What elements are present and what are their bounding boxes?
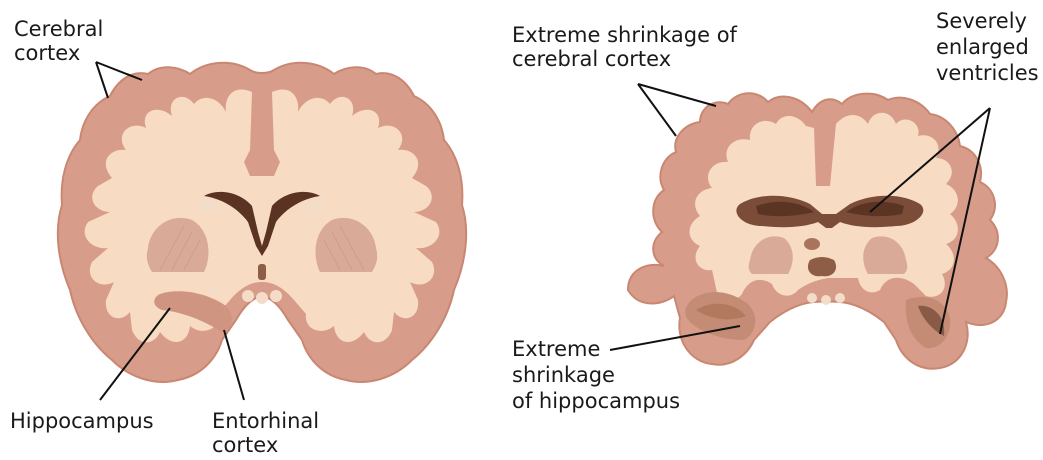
alz-third-ventricle <box>808 257 836 276</box>
label-entorhinal-cortex: Entorhinal cortex <box>212 409 326 457</box>
healthy-caudate-left <box>198 198 218 214</box>
label-hippocampus: Hippocampus <box>10 409 154 433</box>
healthy-third-ventricle <box>258 264 266 280</box>
label-hippocampus-shrinkage: Extreme shrinkage of hippocampus <box>512 337 680 413</box>
alzheimers-brain <box>628 93 1007 368</box>
label-cerebral-cortex: Cerebral cortex <box>14 17 110 65</box>
healthy-caudate-right <box>306 198 326 214</box>
healthy-brain <box>58 63 466 382</box>
label-enlarged-ventricles: Severely enlarged ventricles <box>936 9 1039 85</box>
leader-entorhinal <box>224 330 244 400</box>
label-cortex-shrinkage: Extreme shrinkage of cerebral cortex <box>512 23 744 71</box>
